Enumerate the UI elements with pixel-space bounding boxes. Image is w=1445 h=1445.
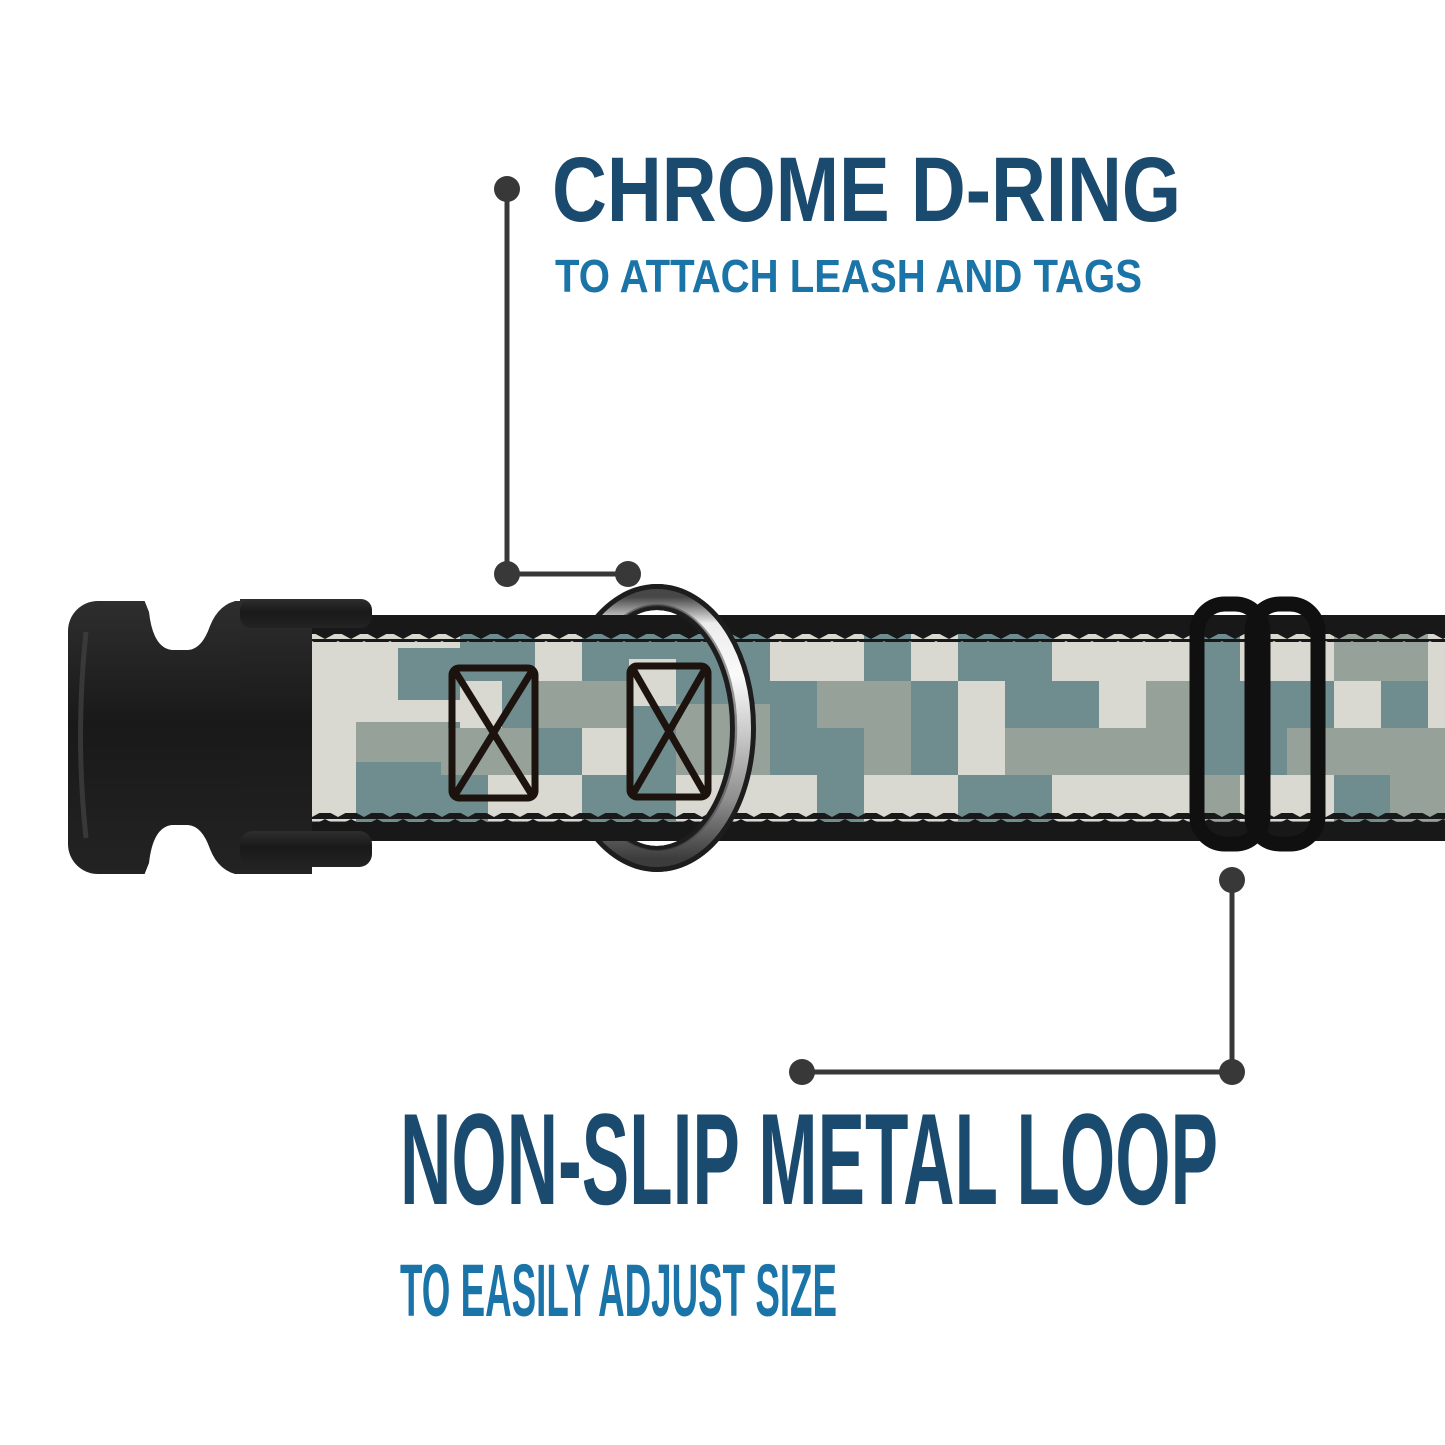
webbing-edge-top: [300, 615, 1445, 634]
callout-dring-dot-text: [494, 176, 520, 202]
buckle-notch-top: [143, 593, 240, 650]
stitch-box-right: [626, 662, 712, 801]
callout-loop: NON-SLIP METAL LOOP TO EASILY ADJUST SIZ…: [400, 867, 1245, 1332]
callout-loop-dot-corner: [1219, 1059, 1245, 1085]
collar-strap: [300, 615, 1445, 841]
chrome-d-ring-front: [648, 584, 756, 872]
dring-subtitle: TO ATTACH LEASH AND TAGS: [555, 250, 1142, 302]
dring-title: CHROME D-RING: [552, 139, 1181, 241]
loop-title: NON-SLIP METAL LOOP: [400, 1086, 1218, 1232]
callout-dring-dot-corner: [494, 561, 520, 587]
webbing-edge-bottom: [300, 822, 1445, 841]
plastic-buckle: [68, 593, 372, 882]
callout-dring-dot-target: [615, 561, 641, 587]
callout-loop-dot-text: [789, 1059, 815, 1085]
loop-subtitle: TO EASILY ADJUST SIZE: [400, 1249, 837, 1332]
buckle-notch-bottom: [143, 825, 240, 882]
callout-dring: CHROME D-RING TO ATTACH LEASH AND TAGS: [494, 139, 1181, 587]
stitch-box-left: [448, 664, 539, 802]
callout-loop-dot-target: [1219, 867, 1245, 893]
metal-adjust-loop: [1189, 596, 1326, 852]
